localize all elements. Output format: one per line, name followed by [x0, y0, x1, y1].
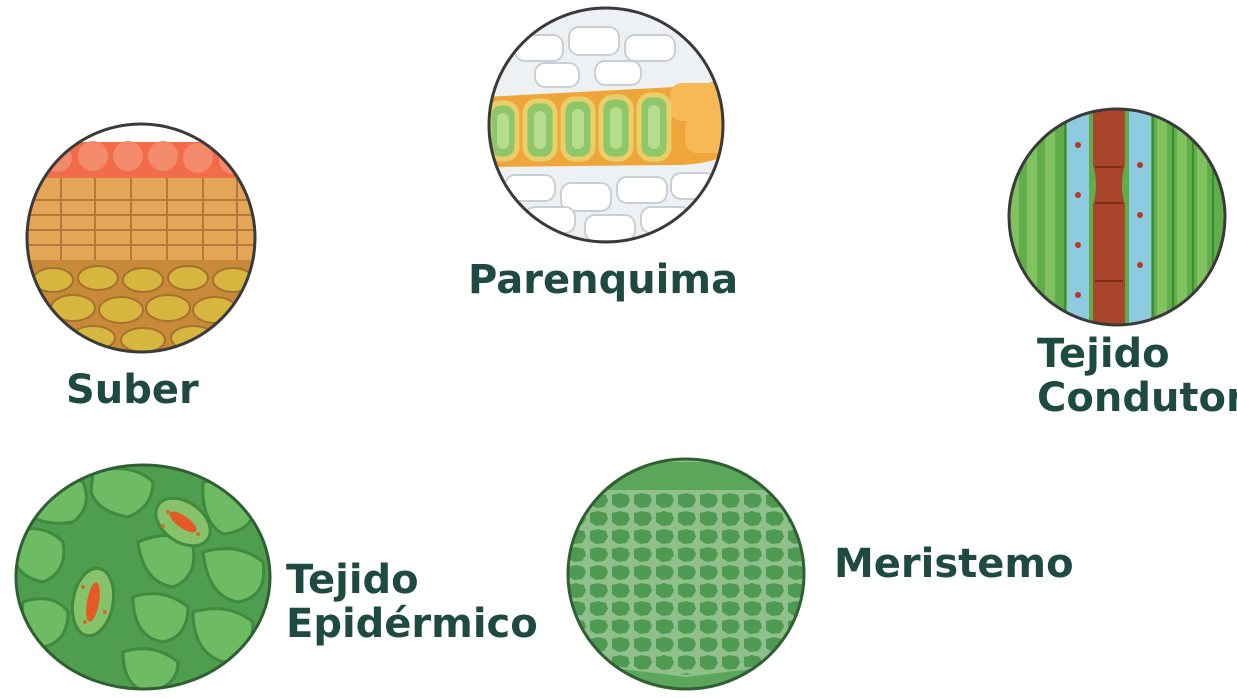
meristemo-label: Meristemo	[834, 541, 1074, 587]
tejido-epidermico-label-line2: Epidérmico	[286, 601, 538, 647]
suber-illustration	[23, 120, 259, 356]
tejido-epidermico-label-line1: Tejido	[286, 557, 419, 603]
meristemo-illustration	[566, 456, 806, 692]
suber-label: Suber	[66, 367, 199, 413]
parenquima-label: Parenquima	[468, 257, 739, 303]
tejido-conductor-illustration	[1005, 105, 1229, 329]
parenquima-illustration	[485, 5, 727, 245]
tejido-conductor-label-line1: Tejido	[1037, 331, 1170, 377]
tejido-epidermico-illustration	[13, 462, 273, 692]
tejido-conductor-label-line2: Condutor	[1037, 375, 1237, 421]
